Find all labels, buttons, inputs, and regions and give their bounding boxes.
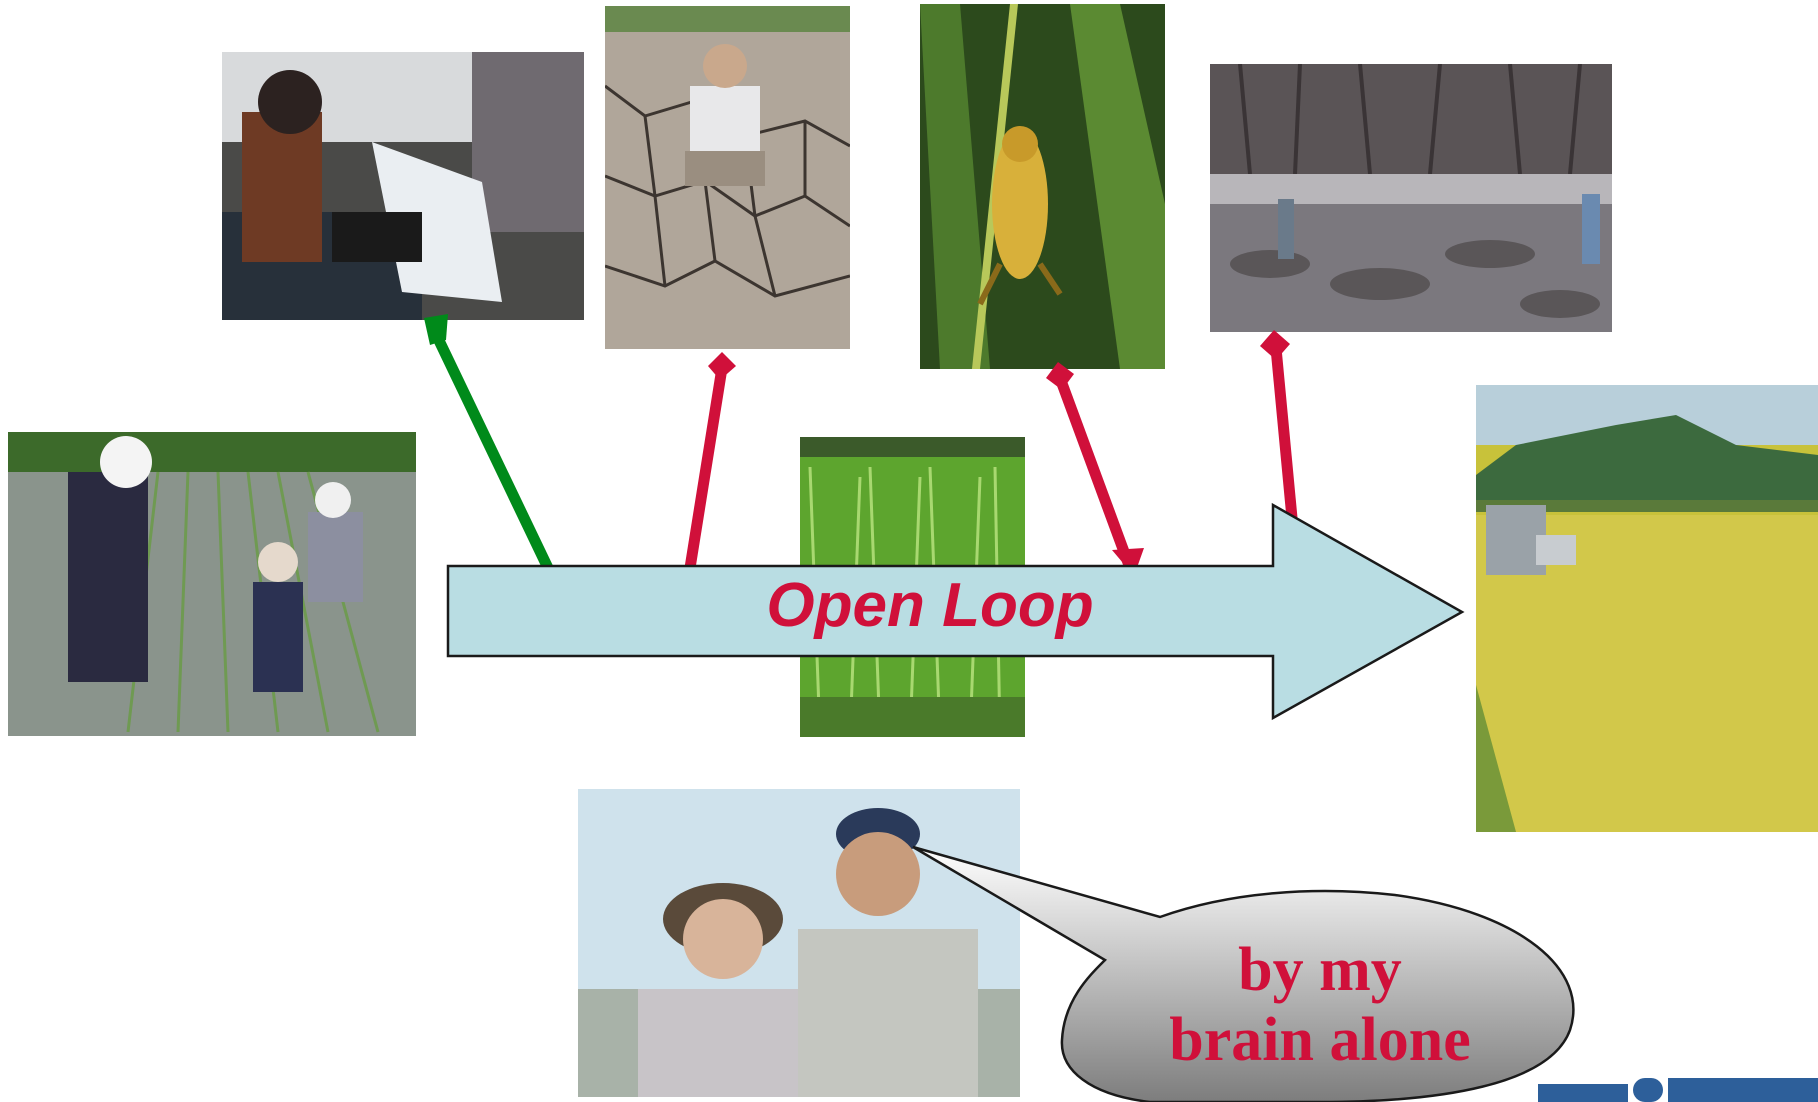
farmers-photo [578,789,1020,1097]
red-connector-insect [1046,362,1144,576]
green-connector [424,314,553,571]
open-loop-arrow [446,502,1465,721]
bubble-line-1: by my [1238,936,1402,1004]
red-connector-flood [1260,330,1298,519]
drought-photo [605,6,850,349]
speech-bubble-text: by my brain alone [1070,935,1570,1075]
planting-photo [8,432,416,736]
fertilizer-photo [222,52,584,320]
bubble-line-2: brain alone [1169,1006,1471,1074]
insect-photo [920,4,1165,369]
flood-photo [1210,64,1612,332]
speech-bubble [912,845,1575,1102]
harvest-photo [1476,385,1818,832]
red-connector-drought [684,352,736,569]
institution-logo [1538,1078,1818,1102]
open-loop-label: Open Loop [766,571,1094,640]
